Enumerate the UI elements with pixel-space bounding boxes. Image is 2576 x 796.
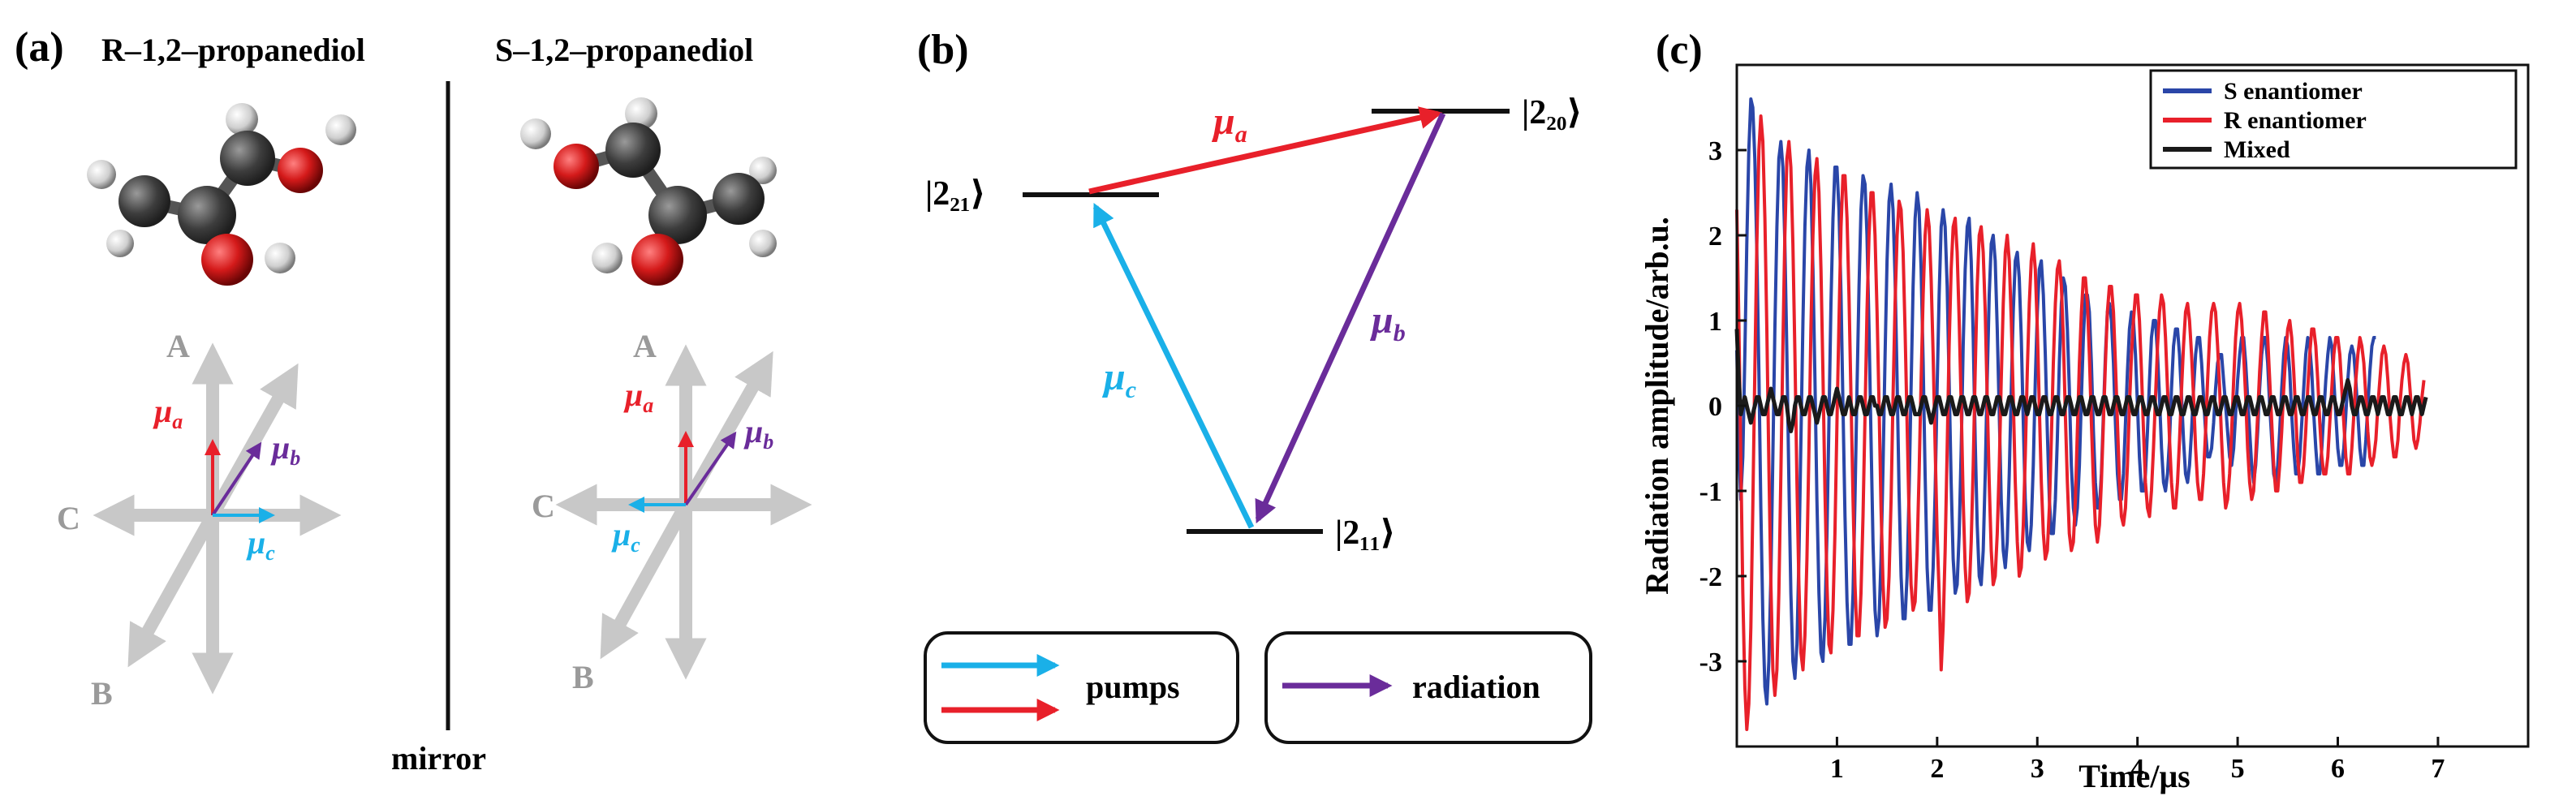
panel-c: (c) Radiation amplitude/arb.u. Time/μs 1… <box>1639 27 2530 794</box>
x-tick-label: 5 <box>2231 754 2245 784</box>
right-mu-c-label: μc <box>611 516 640 557</box>
right-mu-b-label: μb <box>743 413 773 454</box>
left-mu-b-label: μb <box>270 429 300 470</box>
x-tick-label: 1 <box>1830 754 1844 784</box>
y-tick-label: 1 <box>1708 307 1722 337</box>
left-mu-c-label: μc <box>246 524 275 565</box>
left-mu-b-arrow <box>211 441 262 517</box>
legend-pumps: pumps <box>924 631 1239 744</box>
y-tick-label: -3 <box>1699 648 1722 678</box>
right-mu-a-label: μa <box>623 376 653 417</box>
mu-c-label: μc <box>1101 355 1136 403</box>
r-molecule <box>87 103 356 286</box>
mu-a-label: μa <box>1211 100 1247 148</box>
left-principal-axes <box>93 342 342 695</box>
legend-r: R enantiomer <box>2224 107 2367 134</box>
y-tick-label: -1 <box>1699 477 1722 507</box>
panel-a-label: (a) <box>15 24 64 71</box>
left-axis-A: A <box>166 328 190 364</box>
right-axis-A: A <box>633 328 657 364</box>
x-axis-label: Time/μs <box>2078 758 2190 794</box>
y-axis-label: Radiation amplitude/arb.u. <box>1639 217 1675 595</box>
panel-c-label: (c) <box>1656 27 1703 73</box>
y-tick-label: 0 <box>1708 392 1722 422</box>
s-molecule <box>520 97 777 286</box>
left-axis-B: B <box>91 675 113 712</box>
y-tick-label: 2 <box>1708 222 1722 252</box>
left-molecule-title: R–1,2–propanediol <box>101 32 365 68</box>
panel-b: (b) |2₂₁⟩ |2₂₀⟩ |2₁₁⟩ μa μc μb pumps rad… <box>917 27 1592 744</box>
x-tick-label: 6 <box>2331 754 2345 784</box>
mirror-label: mirror <box>391 740 486 777</box>
level-220-label: |2₂₀⟩ <box>1522 94 1583 131</box>
x-tick-label: 3 <box>2031 754 2044 784</box>
legend-mixed: Mixed <box>2224 136 2290 163</box>
y-tick-label: -2 <box>1699 562 1722 592</box>
left-axis-C: C <box>57 500 80 536</box>
level-211-label: |2₁₁⟩ <box>1335 514 1396 552</box>
legend-s: S enantiomer <box>2224 78 2363 105</box>
mu-c-transition <box>1092 202 1255 529</box>
x-tick-label: 4 <box>2130 754 2144 784</box>
mu-b-label: μb <box>1369 299 1406 346</box>
legend-pumps-label: pumps <box>1086 669 1180 705</box>
legend-radiation: radiation <box>1264 631 1592 744</box>
y-tick-label: 3 <box>1708 136 1722 166</box>
mu-b-transition <box>1255 112 1446 524</box>
legend: S enantiomer R enantiomer Mixed <box>2149 69 2518 170</box>
panel-a: (a) R–1,2–propanediol S–1,2–propanediol … <box>15 24 812 777</box>
level-221-label: |2₂₁⟩ <box>925 175 986 213</box>
left-mu-a-label: μa <box>153 393 183 433</box>
right-mu-b-arrow <box>684 431 737 506</box>
right-axis-C: C <box>532 488 555 524</box>
legend-radiation-label: radiation <box>1412 669 1540 705</box>
x-tick-label: 7 <box>2431 754 2445 784</box>
right-molecule-title: S–1,2–propanediol <box>495 32 753 68</box>
mu-a-transition <box>1088 106 1443 195</box>
panel-b-label: (b) <box>917 27 969 73</box>
plot-frame <box>1735 63 2530 748</box>
x-tick-label: 2 <box>1930 754 1944 784</box>
right-axis-B: B <box>572 659 594 695</box>
series-line-mixed <box>1734 329 2428 433</box>
right-principal-axes <box>555 344 812 680</box>
